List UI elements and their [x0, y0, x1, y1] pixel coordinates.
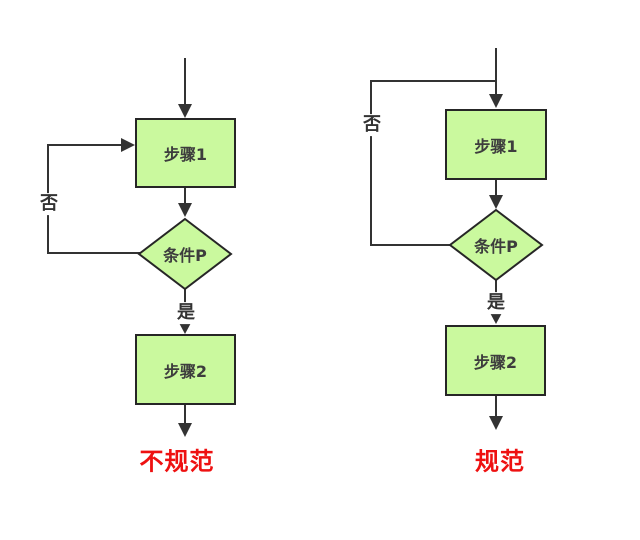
right-condition-to-step2-arrowhead [489, 311, 503, 324]
left-no-loop-arrowhead [121, 138, 135, 152]
left-condition-to-step2-arrowhead [178, 321, 192, 334]
right-step1-node: 步骤1 [445, 109, 547, 180]
left-step1-node: 步骤1 [135, 118, 236, 188]
left-entry-arrowhead [178, 104, 192, 118]
left-step2-label: 步骤2 [163, 361, 208, 381]
left-verdict-label: 不规范 [139, 447, 215, 476]
left-no-branch-label: 否 [38, 193, 60, 215]
left-step1-label: 步骤1 [163, 145, 208, 164]
right-entry-arrowhead [489, 94, 503, 108]
right-no-branch-label: 否 [361, 114, 383, 136]
left-no-loop-line [47, 144, 140, 254]
right-step1-to-condition-arrowhead [489, 195, 503, 209]
right-verdict-label: 规范 [475, 447, 525, 476]
right-yes-branch-label: 是 [485, 292, 507, 314]
right-no-loop-line [370, 80, 496, 246]
right-condition-diamond-shape [448, 208, 544, 282]
right-step2-label: 步骤2 [473, 352, 518, 372]
left-yes-branch-label: 是 [175, 302, 197, 324]
right-flowchart-wires [370, 48, 544, 430]
right-step1-label: 步骤1 [474, 136, 518, 156]
left-step1-to-condition-arrowhead [178, 203, 192, 217]
left-exit-arrowhead [178, 423, 192, 437]
left-step2-node: 步骤2 [135, 334, 236, 405]
right-step2-node: 步骤2 [445, 325, 546, 396]
left-condition-diamond-shape [137, 217, 233, 291]
right-exit-arrowhead [489, 416, 503, 430]
